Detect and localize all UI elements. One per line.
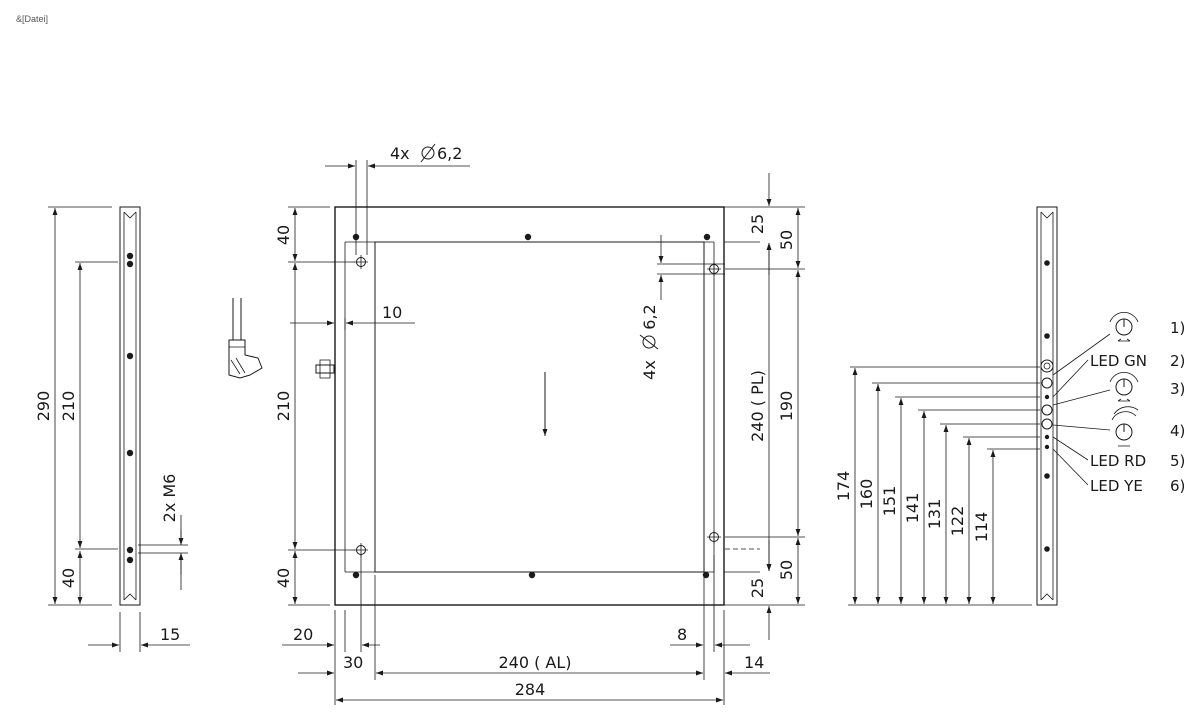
led-indicator bbox=[1044, 434, 1050, 440]
rotary-switch-knob-icon bbox=[1041, 418, 1053, 430]
dim-right-inset-label: 8 bbox=[677, 625, 687, 644]
callout-number-label: 3) bbox=[1170, 380, 1185, 398]
file-placeholder-label: &[Datei] bbox=[16, 14, 48, 24]
front-view: 40 210 40 4x 6,2 10 4x 6,2 25 bbox=[274, 143, 805, 705]
callout-number-label: 1) bbox=[1170, 319, 1185, 337]
dim-top-offset-label: 40 bbox=[274, 225, 293, 245]
screw-dot bbox=[1044, 260, 1050, 266]
callout-led-label: LED YE bbox=[1090, 477, 1143, 495]
height-label: 160 bbox=[857, 479, 876, 510]
thread-note-label: 2x M6 bbox=[160, 474, 179, 523]
potentiometer-knob-icon bbox=[1041, 377, 1053, 389]
callout-led-label: LED GN bbox=[1090, 352, 1147, 370]
height-label: 141 bbox=[903, 493, 922, 524]
potentiometer-icon bbox=[1109, 311, 1139, 342]
side-view-left: 290 210 40 2x M6 15 bbox=[34, 206, 190, 652]
led-indicator bbox=[1044, 444, 1050, 450]
extension-lines bbox=[334, 318, 346, 330]
potentiometer-icon bbox=[1109, 371, 1139, 402]
mounting-hole-icon bbox=[354, 543, 368, 557]
frame-inner-lines bbox=[344, 241, 715, 573]
thread-dim-lines bbox=[138, 515, 188, 590]
connector-plug-icon bbox=[228, 298, 263, 379]
extension-lines bbox=[119, 612, 141, 652]
dim-bottom-label: 40 bbox=[59, 568, 78, 588]
callout-led-label: LED RD bbox=[1090, 452, 1146, 470]
dim-light-length-label: 240 ( PL) bbox=[748, 370, 767, 442]
screw-dot bbox=[703, 233, 711, 241]
screw-dot bbox=[352, 571, 360, 579]
extension-lines bbox=[288, 206, 355, 606]
dim-right-overhang-label: 14 bbox=[744, 653, 764, 672]
hole-diameter-top-label: 6,2 bbox=[437, 144, 462, 163]
cable-gland-icon bbox=[315, 359, 335, 379]
dim-hole-inset-label: 30 bbox=[343, 653, 363, 672]
housing-outline bbox=[334, 206, 725, 606]
side-profile-outline bbox=[119, 206, 141, 606]
callout-number-label: 2) bbox=[1170, 352, 1185, 370]
dim-right-bottom-hole-label: 50 bbox=[777, 560, 796, 580]
side-view-right: 174 160 151 141 131 122 114 1) LED GN 2) bbox=[834, 206, 1185, 606]
side-profile-inner bbox=[123, 211, 137, 601]
screw-dot bbox=[126, 260, 134, 268]
dim-side-inset-label: 20 bbox=[293, 625, 313, 644]
dim-right-bottom-edge-label: 25 bbox=[748, 578, 767, 598]
dim-overall-label: 290 bbox=[34, 391, 53, 422]
height-label: 122 bbox=[948, 506, 967, 537]
screw-dot bbox=[126, 352, 134, 360]
screw-dot bbox=[1044, 333, 1050, 339]
screw-dot bbox=[524, 233, 532, 241]
rotary-switch-icon bbox=[1111, 406, 1139, 447]
connector-socket-icon bbox=[1040, 359, 1054, 373]
led-indicator bbox=[1044, 394, 1050, 400]
dim-active-length-label: 240 ( AL) bbox=[498, 653, 571, 672]
dim-right-spacing-label: 190 bbox=[777, 391, 796, 422]
hole-note-top-label: 4x bbox=[390, 144, 410, 163]
extension-lines bbox=[657, 263, 725, 275]
height-label: 174 bbox=[834, 471, 853, 502]
callout-number-label: 6) bbox=[1170, 477, 1185, 495]
potentiometer-knob-icon bbox=[1041, 404, 1053, 416]
hole-diameter-right-label: 6,2 bbox=[640, 304, 659, 329]
light-field-outline bbox=[374, 241, 705, 573]
side-profile-inner bbox=[1040, 211, 1054, 601]
screw-dot bbox=[528, 571, 536, 579]
dim-right-top-edge-label: 25 bbox=[748, 214, 767, 234]
dim-vertical-spacing-label: 210 bbox=[274, 391, 293, 422]
extension-lines bbox=[848, 366, 1040, 606]
mounting-hole-icon bbox=[354, 255, 368, 269]
height-label: 151 bbox=[880, 486, 899, 517]
extension-lines bbox=[355, 160, 368, 255]
screw-dot bbox=[126, 252, 134, 260]
dim-right-top-hole-label: 50 bbox=[777, 230, 796, 250]
extension-lines bbox=[334, 555, 725, 705]
callout-leaders bbox=[1052, 333, 1111, 486]
extension-lines bbox=[724, 206, 805, 606]
callout-number-label: 4) bbox=[1170, 422, 1185, 440]
diameter-icon bbox=[420, 143, 436, 163]
hole-note-right-label: 4x bbox=[640, 360, 659, 380]
height-label: 114 bbox=[972, 512, 991, 543]
screw-dot bbox=[126, 556, 134, 564]
dim-spacing-label: 210 bbox=[59, 391, 78, 422]
dim-width-label: 15 bbox=[160, 625, 180, 644]
screw-dot bbox=[126, 449, 134, 457]
extension-lines bbox=[48, 206, 118, 606]
diameter-icon bbox=[639, 334, 659, 350]
mounting-hole-icon bbox=[707, 530, 721, 544]
screw-dot bbox=[126, 546, 134, 554]
dim-overall-length-label: 284 bbox=[515, 680, 546, 699]
dim-bottom-offset-label: 40 bbox=[274, 568, 293, 588]
height-label: 131 bbox=[925, 499, 944, 530]
side-profile-outline bbox=[1036, 206, 1058, 606]
dim-frame-width-label: 10 bbox=[382, 303, 402, 322]
screw-dot bbox=[1044, 546, 1050, 552]
screw-dot bbox=[1044, 473, 1050, 479]
callout-number-label: 5) bbox=[1170, 452, 1185, 470]
